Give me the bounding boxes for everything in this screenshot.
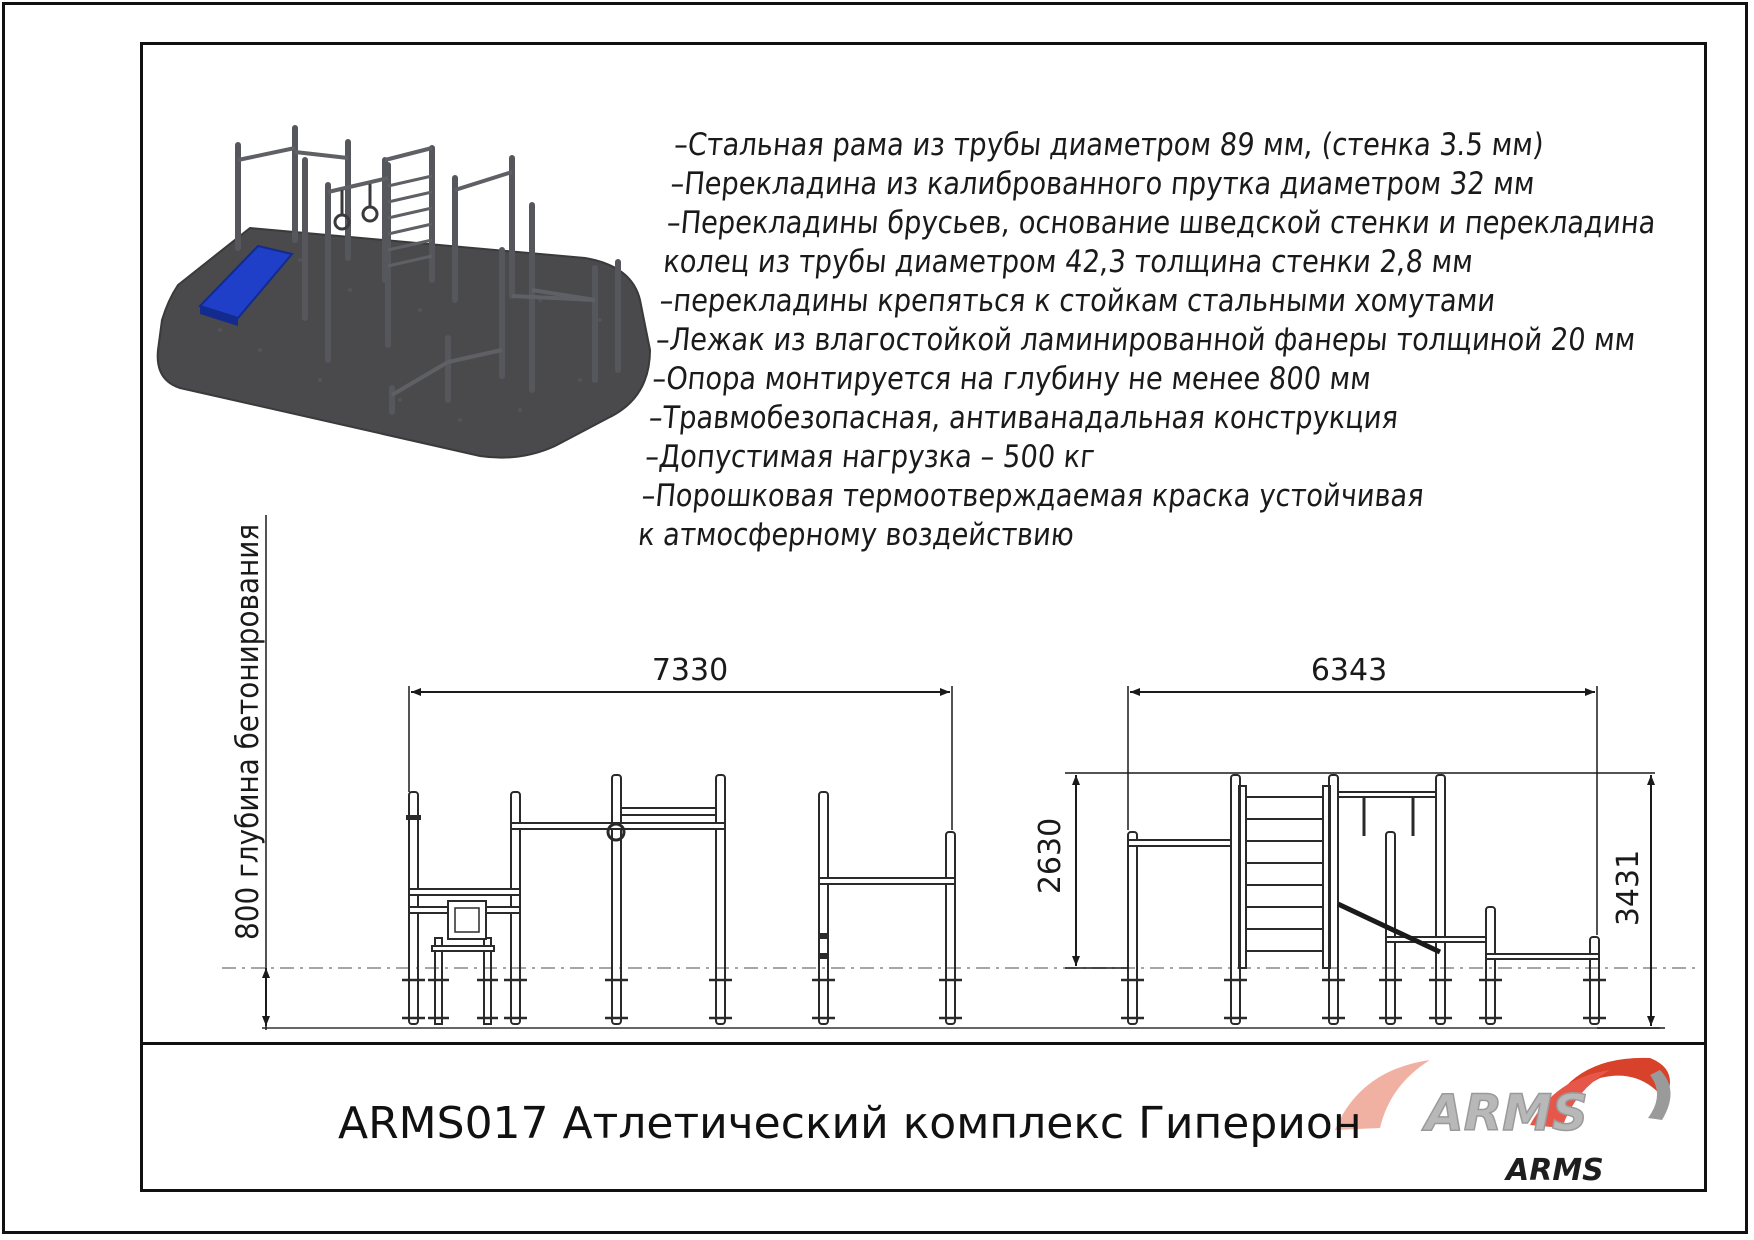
drawing-frame	[140, 42, 1707, 1192]
spec-line: –Перекладины брусьев, основание шведской…	[665, 205, 1658, 241]
arms-logo: ARMS ARMS	[1335, 1057, 1671, 1188]
spec-line: –Лежак из влагостойкой ламинированной фа…	[654, 322, 1637, 358]
logo-wordmark-dark: ARMS	[1504, 1153, 1604, 1188]
spec-line: –перекладины крепяться к стойкам стальны…	[658, 283, 1497, 319]
swoosh-emblem-icon	[1335, 1057, 1671, 1130]
spec-line: –Опора монтируется на глубину не менее 8…	[650, 361, 1373, 397]
side-elevation	[1065, 686, 1665, 1029]
concrete-depth-label: 800 глубина бетонирования	[230, 523, 266, 940]
spec-line: –Допустимая нагрузка – 500 кг	[643, 439, 1097, 475]
specifications-list: –Стальная рама из трубы диаметром 89 мм,…	[636, 126, 1658, 555]
spec-line: –Перекладина из калиброванного прутка ди…	[668, 166, 1537, 202]
rubber-mat	[156, 226, 652, 459]
dimension-height-high: 3431	[1611, 850, 1646, 926]
title-block-divider	[140, 1042, 1707, 1045]
dimension-front-width: 7330	[652, 653, 728, 688]
dimension-height-low: 2630	[1033, 818, 1068, 894]
spec-line: к атмосферному воздействию	[636, 517, 1076, 553]
spec-line: –Травмобезопасная, антиванадальная конст…	[647, 400, 1400, 436]
product-title: ARMS017 Атлетический комплекс Гиперион	[338, 1098, 1362, 1149]
front-elevation	[402, 686, 962, 1025]
spec-line: –Стальная рама из трубы диаметром 89 мм,…	[672, 127, 1546, 163]
dimension-side-width: 6343	[1311, 653, 1387, 688]
spec-line: колец из трубы диаметром 42,3 толщина ст…	[661, 244, 1475, 280]
isometric-render	[156, 125, 652, 459]
spec-line: –Порошковая термоотверждаемая краска уст…	[640, 478, 1426, 514]
logo-wordmark-grey: ARMS	[1421, 1084, 1588, 1142]
